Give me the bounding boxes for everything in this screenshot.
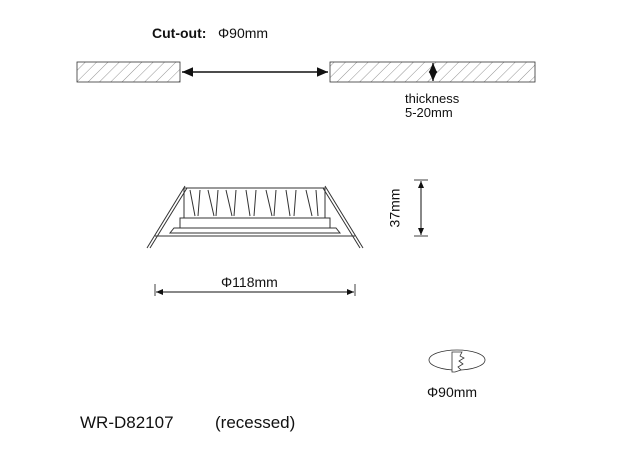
cutout-label: Cut-out: xyxy=(152,25,207,41)
model-code: WR-D82107 xyxy=(80,413,174,432)
cutout-value: Φ90mm xyxy=(218,25,269,41)
model-note: (recessed) xyxy=(215,413,296,432)
hole-saw-icon xyxy=(428,349,486,373)
height-dimension-label: 37mm xyxy=(386,188,403,228)
hole-saw-dimension-label: Φ90mm xyxy=(427,384,478,400)
downlight-side-view xyxy=(146,185,364,249)
ceiling-section-left xyxy=(76,61,181,83)
thickness-value: 5-20mm xyxy=(405,105,453,120)
thickness-label: thickness xyxy=(405,91,460,106)
diameter-dimension-label: Φ118mm xyxy=(221,274,278,290)
